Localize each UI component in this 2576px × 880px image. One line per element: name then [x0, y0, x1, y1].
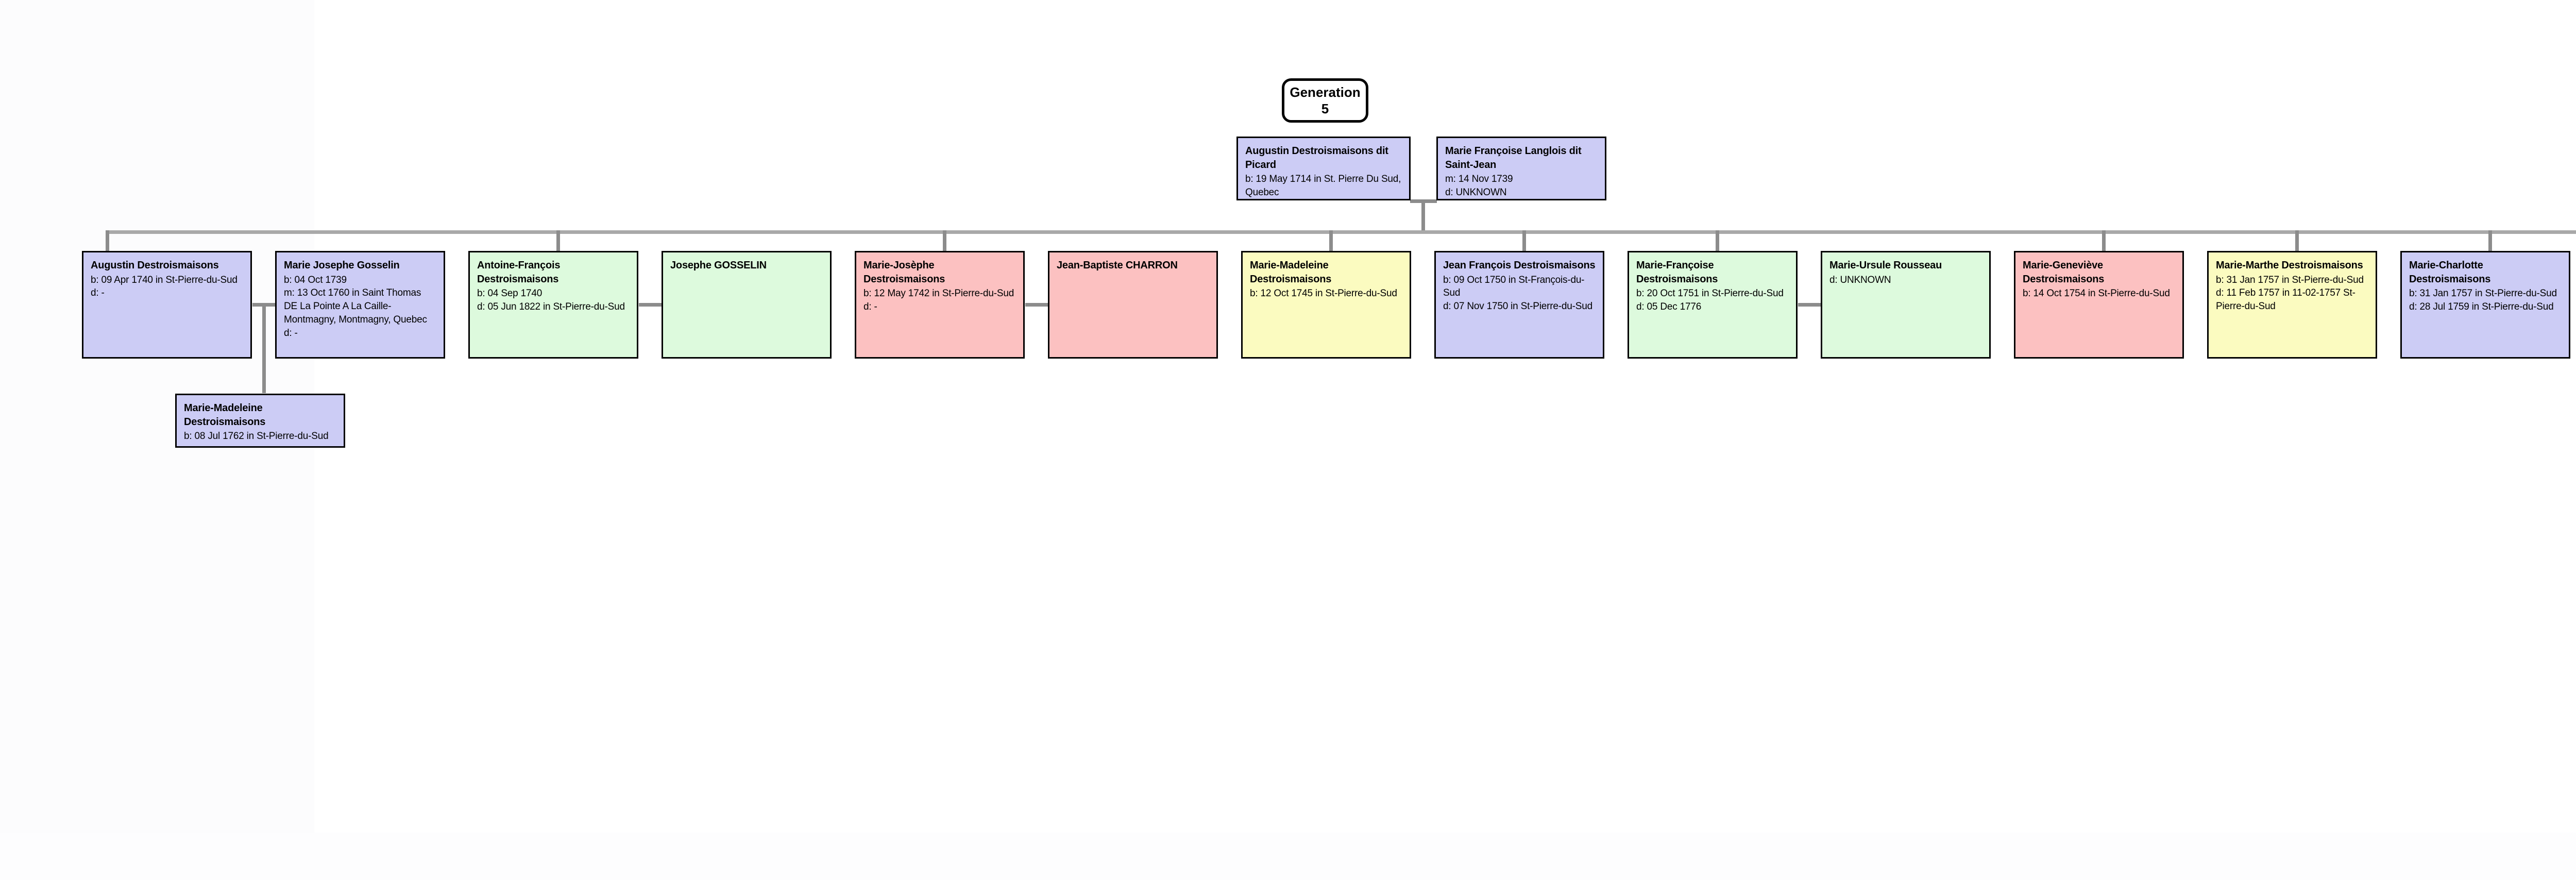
person-event: d: 05 Dec 1776	[1636, 301, 1702, 313]
person-name: Antoine-François Destroismaisons	[477, 260, 561, 285]
sibling-bar	[106, 230, 2576, 234]
generation-badge: Generation 5	[1282, 78, 1368, 123]
person-event: d: UNKNOWN	[1445, 187, 1507, 198]
drop-line-group-8	[2295, 230, 2299, 252]
person-card-child[interactable]: Marie-Charlotte Destroismaisons b: 31 Ja…	[2400, 251, 2570, 359]
person-event: d: 11 Feb 1757 in 11-02-1757 St-Pierre-d…	[2216, 287, 2355, 312]
drop-line-group-7	[2102, 230, 2106, 252]
person-name: Marie-Josèphe Destroismaisons	[863, 260, 945, 285]
drop-line-group-1	[106, 230, 109, 252]
person-event: b: 31 Jan 1757 in St-Pierre-du-Sud	[2409, 288, 2557, 299]
person-name: Marie-Madeleine Destroismaisons	[1250, 260, 1332, 285]
drop-line-group-6	[1716, 230, 1719, 252]
person-name: Marie Françoise Langlois dit Saint-Jean	[1445, 145, 1582, 171]
person-event: b: 31 Jan 1757 in St-Pierre-du-Sud	[2216, 274, 2364, 285]
person-card-child[interactable]: Marie-Marthe Destroismaisons b: 31 Jan 1…	[2207, 251, 2377, 359]
person-event: b: 04 Sep 1740	[477, 288, 543, 299]
person-card-child[interactable]: Josephe GOSSELIN	[662, 251, 832, 359]
person-event: b: 14 Oct 1754 in St-Pierre-du-Sud	[2023, 288, 2170, 299]
drop-line-group-9	[2488, 230, 2492, 252]
drop-line-grandchild-1	[262, 303, 266, 393]
person-event: d: -	[284, 327, 298, 339]
person-event: b: 04 Oct 1739	[284, 274, 347, 285]
person-card-child[interactable]: Marie-Madeleine Destroismaisons b: 12 Oc…	[1241, 251, 1411, 359]
person-event: d: 1793	[1245, 199, 1402, 200]
person-name: Jean-Baptiste CHARRON	[1057, 260, 1178, 271]
generation-number: 5	[1321, 101, 1329, 116]
person-event: d: -	[91, 287, 105, 299]
person-event: d: -	[863, 301, 877, 313]
parent-drop-line	[1421, 199, 1425, 233]
person-name: Augustin Destroismaisons	[91, 260, 219, 271]
person-event: b: 20 Oct 1751 in St-Pierre-du-Sud	[1636, 288, 1784, 299]
drop-line-group-3	[943, 230, 946, 252]
person-event: b: 08 Jul 1762 in St-Pierre-du-Sud	[184, 431, 329, 442]
person-name: Marie Josephe Gosselin	[284, 260, 400, 271]
person-event: b: 09 Apr 1740 in St-Pierre-du-Sud	[91, 274, 238, 285]
person-name: Marie-Françoise Destroismaisons	[1636, 260, 1718, 285]
person-event: m: 13 Oct 1760 in Saint Thomas DE La Poi…	[284, 287, 427, 326]
person-event: m: 14 Nov 1739	[1445, 174, 1513, 185]
generation-label: Generation	[1290, 84, 1361, 100]
person-card-grandchild[interactable]: Marie-Madeleine Destroismaisons b: 08 Ju…	[175, 394, 345, 448]
person-card-child[interactable]: Marie-Ursule Rousseau d: UNKNOWN	[1821, 251, 1991, 359]
person-name: Marie-Marthe Destroismaisons	[2216, 260, 2363, 271]
person-event: d: 28 Jul 1759 in St-Pierre-du-Sud	[2409, 301, 2554, 313]
person-card-child[interactable]: Marie-Geneviève Destroismaisons b: 14 Oc…	[2014, 251, 2184, 359]
person-name: Marie-Geneviève Destroismaisons	[2023, 260, 2105, 285]
person-name: Josephe GOSSELIN	[670, 260, 767, 271]
person-name: Augustin Destroismaisons dit Picard	[1245, 145, 1388, 171]
page-background-bottom	[0, 833, 2576, 880]
page-background-main	[314, 0, 2576, 833]
marriage-connector-couple-3	[1025, 303, 1052, 307]
person-card-child[interactable]: Augustin Destroismaisons b: 09 Apr 1740 …	[82, 251, 252, 359]
drop-line-group-4	[1329, 230, 1333, 252]
person-card-parent[interactable]: Marie Françoise Langlois dit Saint-Jean …	[1436, 137, 1606, 200]
person-card-parent[interactable]: Augustin Destroismaisons dit Picard b: 1…	[1236, 137, 1411, 200]
person-card-child[interactable]: Marie-Josèphe Destroismaisons b: 12 May …	[855, 251, 1025, 359]
person-event: d: 07 Nov 1750 in St-Pierre-du-Sud	[1443, 301, 1592, 312]
person-event: d: UNKNOWN	[1829, 274, 1891, 285]
marriage-connector-couple-1	[252, 303, 279, 307]
person-event: d: 05 Jun 1822 in St-Pierre-du-Sud	[477, 301, 625, 313]
person-card-child[interactable]: Marie-Françoise Destroismaisons b: 20 Oc…	[1628, 251, 1798, 359]
person-name: Jean François Destroismaisons	[1443, 260, 1596, 271]
person-event: b: 12 May 1742 in St-Pierre-du-Sud	[863, 288, 1014, 299]
marriage-connector-couple-2	[639, 303, 666, 307]
person-card-child[interactable]: Jean-Baptiste CHARRON	[1048, 251, 1218, 359]
person-event: b: 19 May 1714 in St. Pierre Du Sud, Que…	[1245, 174, 1401, 198]
person-event: b: 09 Oct 1750 in St-François-du-Sud	[1443, 274, 1585, 299]
person-name: Marie-Madeleine Destroismaisons	[184, 402, 266, 428]
person-card-child[interactable]: Antoine-François Destroismaisons b: 04 S…	[468, 251, 638, 359]
person-card-child[interactable]: Marie Josephe Gosselin b: 04 Oct 1739 m:…	[275, 251, 445, 359]
marriage-connector-couple-4	[1798, 303, 1825, 307]
drop-line-group-5	[1522, 230, 1526, 252]
person-name: Marie-Charlotte Destroismaisons	[2409, 260, 2491, 285]
person-card-child[interactable]: Jean François Destroismaisons b: 09 Oct …	[1434, 251, 1604, 359]
person-name: Marie-Ursule Rousseau	[1829, 260, 1942, 271]
person-event: b: 12 Oct 1745 in St-Pierre-du-Sud	[1250, 288, 1397, 299]
drop-line-group-2	[556, 230, 560, 252]
